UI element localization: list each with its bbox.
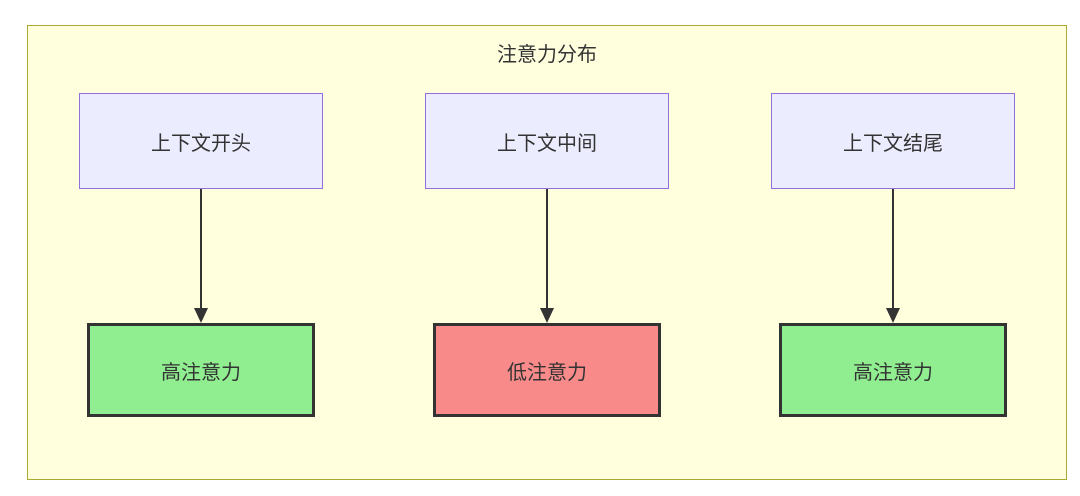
node-high-attention-1: 高注意力 [87,323,315,417]
arrowhead-icon [886,308,900,323]
node-high-attention-2-label: 高注意力 [853,361,933,384]
diagram-columns: 上下文开头 高注意力 上下文中间 低注意力 上下文结 [28,93,1066,417]
node-context-middle: 上下文中间 [425,93,669,189]
edge-line [200,189,202,309]
column-context-middle: 上下文中间 低注意力 [376,93,719,417]
node-low-attention: 低注意力 [433,323,661,417]
node-low-attention-label: 低注意力 [507,361,587,384]
edge-line [546,189,548,309]
node-high-attention-2: 高注意力 [779,323,1007,417]
column-context-start: 上下文开头 高注意力 [30,93,373,417]
node-context-start: 上下文开头 [79,93,323,189]
edge-end-to-high [886,189,900,323]
node-context-middle-label: 上下文中间 [497,132,597,155]
node-context-start-label: 上下文开头 [151,132,251,155]
edge-line [892,189,894,309]
node-context-end-label: 上下文结尾 [843,132,943,155]
node-high-attention-1-label: 高注意力 [161,361,241,384]
edge-start-to-high [194,189,208,323]
node-context-end: 上下文结尾 [771,93,1015,189]
column-context-end: 上下文结尾 高注意力 [722,93,1065,417]
subgraph-attention-distribution: 注意力分布 上下文开头 高注意力 上下文中间 低注意力 [27,25,1067,480]
edge-middle-to-low [540,189,554,323]
diagram-title: 注意力分布 [497,44,597,66]
arrowhead-icon [540,308,554,323]
arrowhead-icon [194,308,208,323]
